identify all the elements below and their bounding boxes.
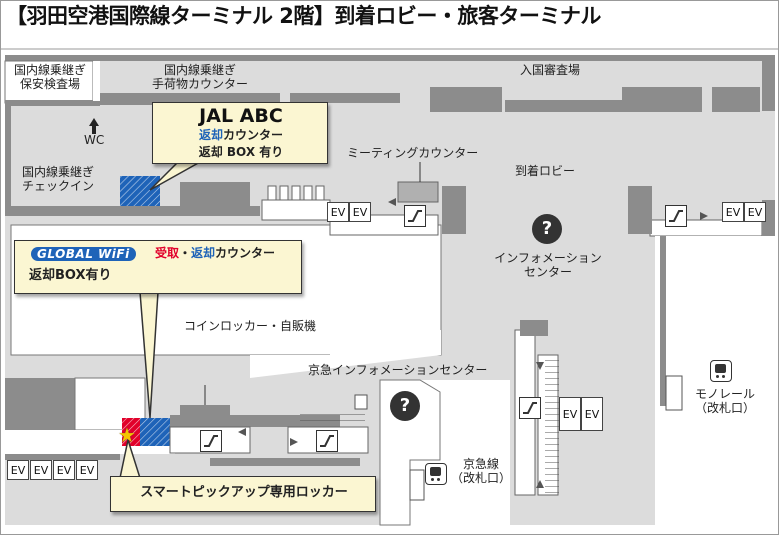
- elevator-box: EV: [349, 202, 371, 222]
- pickup-locker-callout: スマートピックアップ専用ロッカー: [110, 476, 376, 512]
- gw-dot-text: ・: [179, 246, 192, 260]
- jal-counter-line: 返却カウンター: [153, 128, 329, 143]
- train-icon: [710, 360, 732, 382]
- meeting-counter-label: ミーティングカウンター: [347, 146, 479, 160]
- map-title: 【羽田空港国際線ターミナル 2階】到着ロビー・旅客ターミナル: [6, 4, 601, 28]
- jal-return-text: 返却: [198, 128, 223, 142]
- wc-arrow: [89, 118, 99, 134]
- global-wifi-logo: GLOBAL WiFi: [31, 247, 136, 261]
- domestic-checkin-label: 国内線乗継ぎ チェックイン: [21, 165, 94, 193]
- domestic-baggage-label: 国内線乗継ぎ 手荷物カウンター: [151, 63, 248, 91]
- global-wifi-callout: GLOBAL WiFi 受取・返却カウンター 返却BOX有り: [14, 240, 302, 294]
- domestic-security-label: 国内線乗継ぎ 保安検査場: [13, 63, 86, 91]
- elevator-box: EV: [53, 460, 75, 480]
- jal-box-text: 返却 BOX 有り: [198, 145, 284, 159]
- coin-locker-label: コインロッカー・自販機: [184, 319, 317, 333]
- train-icon: [425, 463, 447, 485]
- info-icon: ?: [532, 214, 562, 244]
- elevator-box: EV: [7, 460, 29, 480]
- elevator-box: EV: [581, 397, 603, 431]
- elevator-box: EV: [744, 202, 766, 222]
- jal-abc-callout: JAL ABC 返却カウンター 返却 BOX 有り: [152, 102, 328, 164]
- elevator-box: EV: [722, 202, 744, 222]
- jal-counter-text: カウンター: [223, 128, 284, 142]
- keikyu-info-label: 京急インフォメーションセンター: [308, 363, 488, 377]
- wc-label: WC: [84, 133, 105, 147]
- gw-receive-text: 受取: [155, 246, 180, 260]
- monorail-label: モノレール （改札口）: [694, 387, 755, 415]
- escalator-icon: [316, 430, 338, 452]
- jal-title: JAL ABC: [199, 105, 283, 127]
- elevator-box: EV: [30, 460, 52, 480]
- escalator-icon: [665, 205, 687, 227]
- escalator-icon: [519, 397, 541, 419]
- arrival-lobby-label: 到着ロビー: [515, 164, 576, 178]
- elevator-box: EV: [76, 460, 98, 480]
- escalator-icon: [404, 205, 426, 227]
- immigration-label: 入国審査場: [519, 63, 580, 77]
- pickup-locker-text: スマートピックアップ専用ロッカー: [140, 485, 348, 500]
- gw-box-text: 返却BOX有り: [29, 268, 112, 283]
- star-icon: ★: [118, 423, 136, 447]
- info-icon: ?: [390, 391, 420, 421]
- escalator-icon: [200, 430, 222, 452]
- global-wifi-counter-line: 受取・返却カウンター: [155, 246, 276, 261]
- elevator-box: EV: [559, 397, 581, 431]
- gw-return-text: 返却: [191, 246, 216, 260]
- information-center-label: インフォメーション センター: [494, 251, 602, 279]
- keikyu-line-label: 京急線 （改札口）: [450, 457, 511, 485]
- elevator-box: EV: [327, 202, 349, 222]
- gw-counter-text: カウンター: [215, 246, 276, 260]
